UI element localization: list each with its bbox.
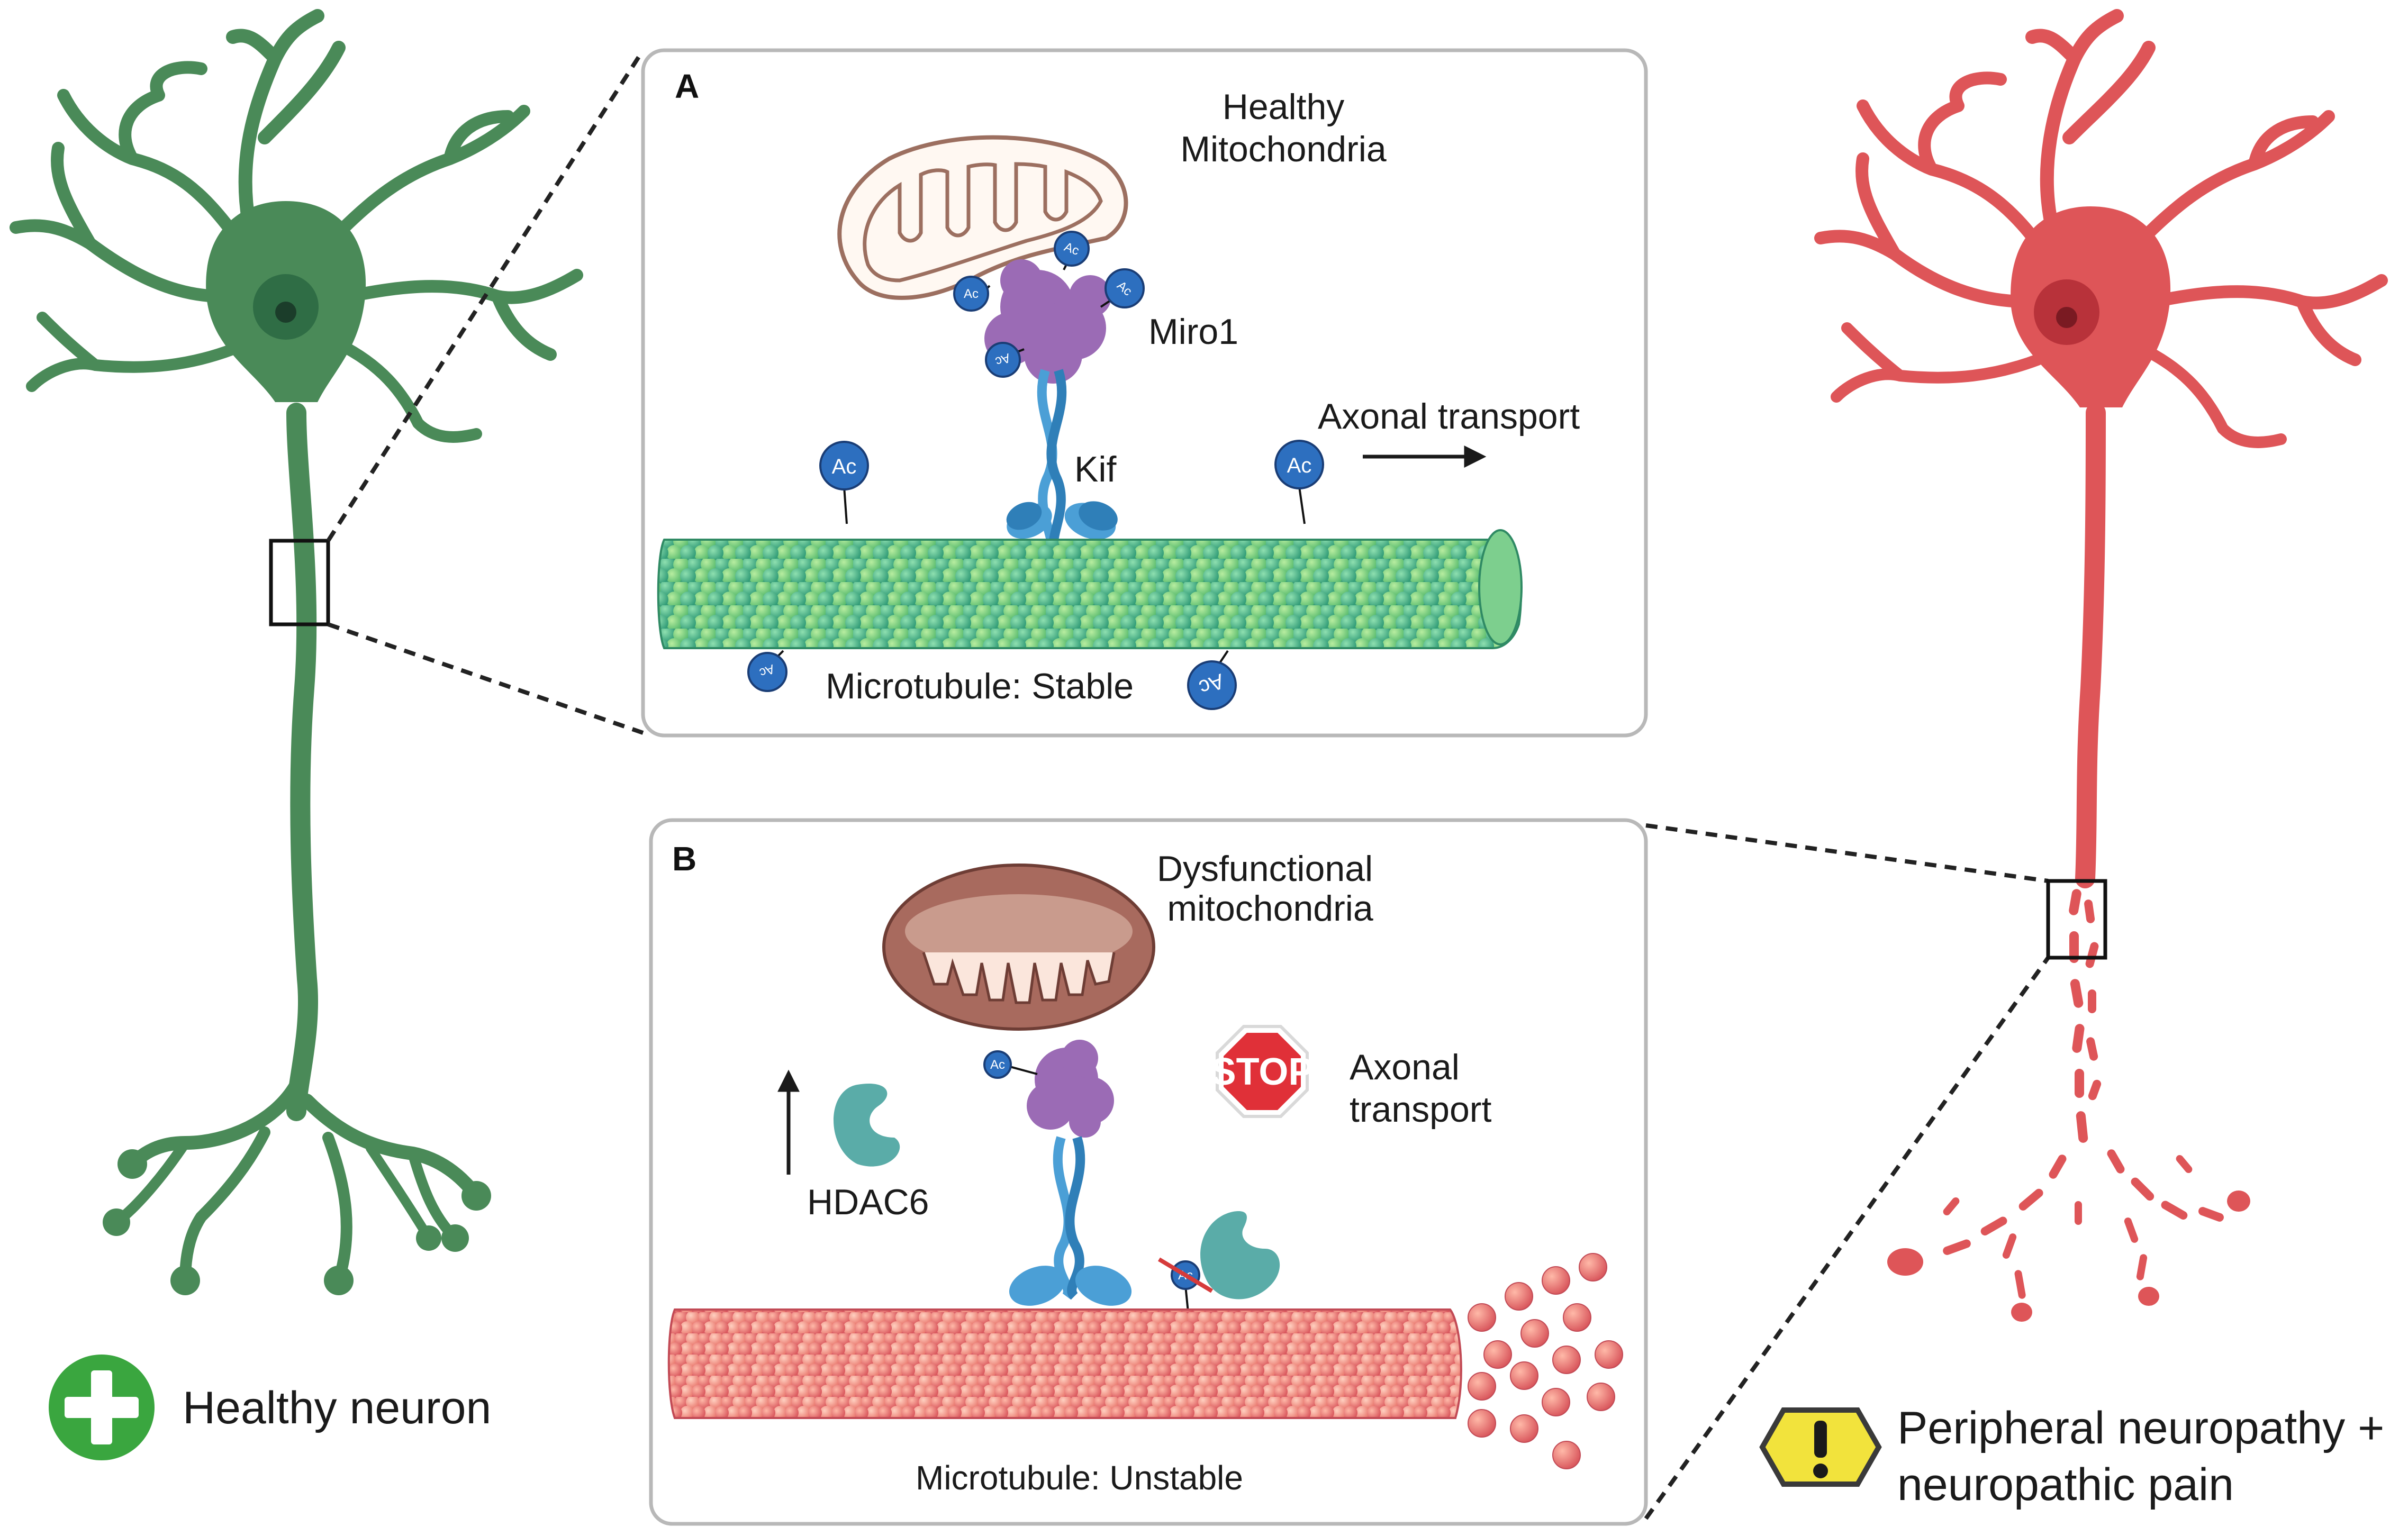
panel-a: A Healthy Mitochondria Miro1 Kif	[641, 48, 1648, 738]
svg-text:Ac: Ac	[832, 455, 857, 478]
acetyl-icon: Ac	[983, 1050, 1038, 1079]
acetyl-icon: Ac	[747, 650, 787, 692]
panel-a-letter: A	[675, 67, 699, 105]
damaged-neuron	[1814, 9, 2388, 1322]
microtubule-stable-label: Microtubule: Stable	[826, 666, 1134, 706]
acetyl-icon: Ac	[985, 342, 1025, 378]
axonal-transport-label: Axonal transport	[1318, 396, 1580, 437]
dysfunctional-mito-label-2: mitochondria	[1167, 888, 1373, 929]
svg-text:Ac: Ac	[990, 1058, 1005, 1072]
deacetylated-site-icon: Ac	[1157, 1257, 1214, 1313]
zoom-box-damaged	[2046, 879, 2107, 960]
panel-b-letter: B	[672, 840, 696, 878]
hdac6-enzyme-icon	[834, 1084, 900, 1167]
axonal-transport-label-b-2: transport	[1350, 1089, 1491, 1130]
svg-text:Ac: Ac	[1287, 454, 1312, 477]
acetyl-icon: Ac	[1274, 440, 1324, 524]
axonal-transport-label-b-1: Axonal	[1350, 1047, 1460, 1087]
kinesin-motor	[1006, 369, 1118, 558]
panel-b: B Dysfunctional mitochondria Ac	[649, 818, 1648, 1526]
hdac6-label: HDAC6	[807, 1182, 929, 1222]
acetyl-icon: Ac	[819, 441, 869, 524]
kif-label: Kif	[1074, 449, 1116, 489]
unstable-microtubule	[667, 1253, 1623, 1469]
zoom-connectors-right	[1644, 823, 2050, 1520]
disease-label-2: neuropathic pain	[1897, 1459, 2234, 1510]
healthy-badge	[49, 1355, 155, 1460]
dysfunctional-mitochondria	[882, 864, 1155, 1031]
zoom-connectors-left	[326, 49, 645, 735]
stop-sign-text: STOP	[1211, 1051, 1314, 1093]
stable-microtubule	[657, 529, 1523, 649]
microtubule-unstable-label: Microtubule: Unstable	[916, 1459, 1243, 1497]
healthy-mito-label-1: Healthy	[1223, 87, 1345, 127]
healthy-neuron	[10, 9, 583, 1295]
acetyl-icon: Ac	[1100, 268, 1145, 308]
svg-text:Ac: Ac	[964, 287, 979, 301]
miro1-label: Miro1	[1148, 312, 1238, 352]
miro1-protein-b	[1027, 1040, 1114, 1138]
healthy-mito-label-2: Mitochondria	[1180, 129, 1386, 169]
hdac6-enzyme-icon	[1200, 1211, 1280, 1299]
acetyl-tags-a: Ac Ac Ac Ac Ac	[747, 231, 1324, 710]
stop-sign-icon: STOP	[1211, 1025, 1314, 1118]
disease-label-1: Peripheral neuropathy +	[1897, 1403, 2384, 1453]
kinesin-motor-b	[1009, 1136, 1132, 1306]
acetyl-icon: Ac	[953, 276, 991, 312]
healthy-neuron-label: Healthy neuron	[183, 1383, 491, 1433]
warning-badge	[1759, 1407, 1882, 1487]
zoom-box-healthy	[269, 539, 330, 626]
miro1-protein	[984, 259, 1111, 384]
dysfunctional-mito-label-1: Dysfunctional	[1157, 849, 1373, 889]
acetyl-icon: Ac	[1054, 231, 1090, 270]
fragmented-axon	[1887, 889, 2250, 1322]
acetyl-icon: Ac	[1187, 650, 1237, 710]
